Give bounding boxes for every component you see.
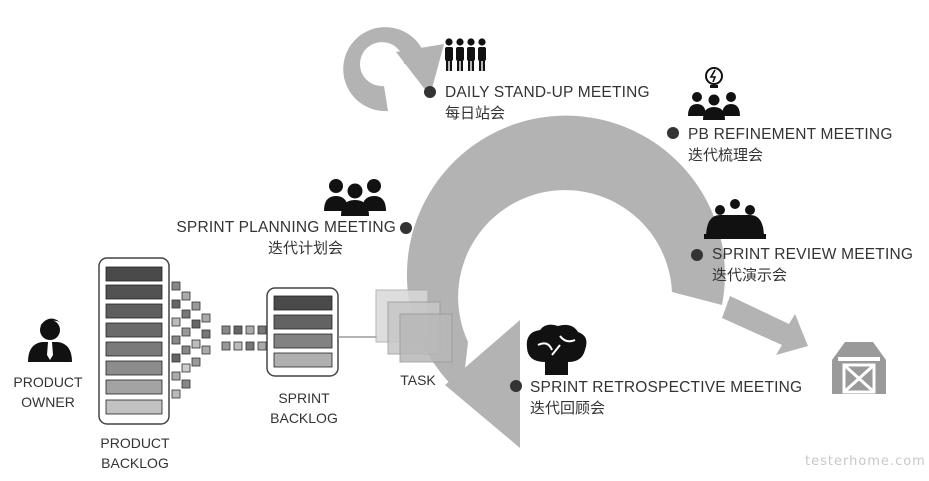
product-backlog-line1: PRODUCT	[100, 435, 170, 451]
person-with-tie-icon	[28, 318, 72, 362]
daily-loop-arrow	[343, 27, 444, 112]
increment-arrow	[722, 296, 808, 355]
daily-standup-label: DAILY STAND-UP MEETING 每日站会	[445, 84, 650, 123]
lightbulb-team-icon	[688, 67, 740, 120]
audience-meeting-icon	[704, 199, 766, 239]
daily-standup-title: DAILY STAND-UP MEETING	[445, 84, 650, 101]
sprint-planning-label: SPRINT PLANNING MEETING 迭代计划会	[170, 219, 396, 258]
sprint-retro-label: SPRINT RETROSPECTIVE MEETING 迭代回顾会	[530, 379, 802, 418]
sprint-backlog-line1: SPRINT	[278, 390, 330, 406]
product-backlog-stack	[98, 257, 170, 425]
barn-icon	[832, 342, 886, 394]
product-backlog-line2: BACKLOG	[101, 455, 169, 471]
review-bullet	[691, 249, 703, 261]
task-cards	[375, 289, 453, 363]
product-owner-line1: PRODUCT	[13, 374, 83, 390]
task-label: TASK	[400, 372, 436, 388]
product-owner-line2: OWNER	[21, 394, 75, 410]
planning-bullet	[400, 222, 412, 234]
retro-bullet	[510, 380, 522, 392]
sprint-planning-title: SPRINT PLANNING MEETING	[176, 219, 396, 236]
daily-bullet	[424, 86, 436, 98]
pb-refinement-label: PB REFINEMENT MEETING 迭代梳理会	[688, 126, 893, 165]
product-backlog-label: PRODUCT BACKLOG	[92, 433, 178, 473]
sprint-review-label: SPRINT REVIEW MEETING 迭代演示会	[712, 246, 913, 285]
sprint-backlog-line2: BACKLOG	[270, 410, 338, 426]
refinement-bullet	[667, 127, 679, 139]
pb-refinement-subtitle: 迭代梳理会	[688, 147, 764, 164]
sprint-retro-subtitle: 迭代回顾会	[530, 400, 606, 417]
sprint-cycle-arrow	[406, 115, 725, 448]
pb-refinement-title: PB REFINEMENT MEETING	[688, 126, 893, 143]
product-owner-label: PRODUCT OWNER	[6, 372, 90, 412]
backlog-funnel	[171, 281, 267, 399]
sprint-planning-subtitle: 迭代计划会	[170, 240, 396, 258]
sprint-backlog-label: SPRINT BACKLOG	[262, 388, 346, 428]
daily-standup-subtitle: 每日站会	[445, 105, 506, 122]
group-of-four-people-icon	[445, 38, 486, 71]
watermark: testerhome.com	[805, 454, 926, 469]
sprint-planning-subtitle-text: 迭代计划会	[268, 240, 344, 257]
team-three-people-icon	[324, 179, 386, 216]
sprint-backlog-stack	[266, 287, 339, 377]
sprint-retro-title: SPRINT RETROSPECTIVE MEETING	[530, 379, 803, 396]
brain-icon	[526, 324, 587, 375]
sprint-review-subtitle: 迭代演示会	[712, 267, 788, 284]
sprint-review-title: SPRINT REVIEW MEETING	[712, 246, 914, 263]
